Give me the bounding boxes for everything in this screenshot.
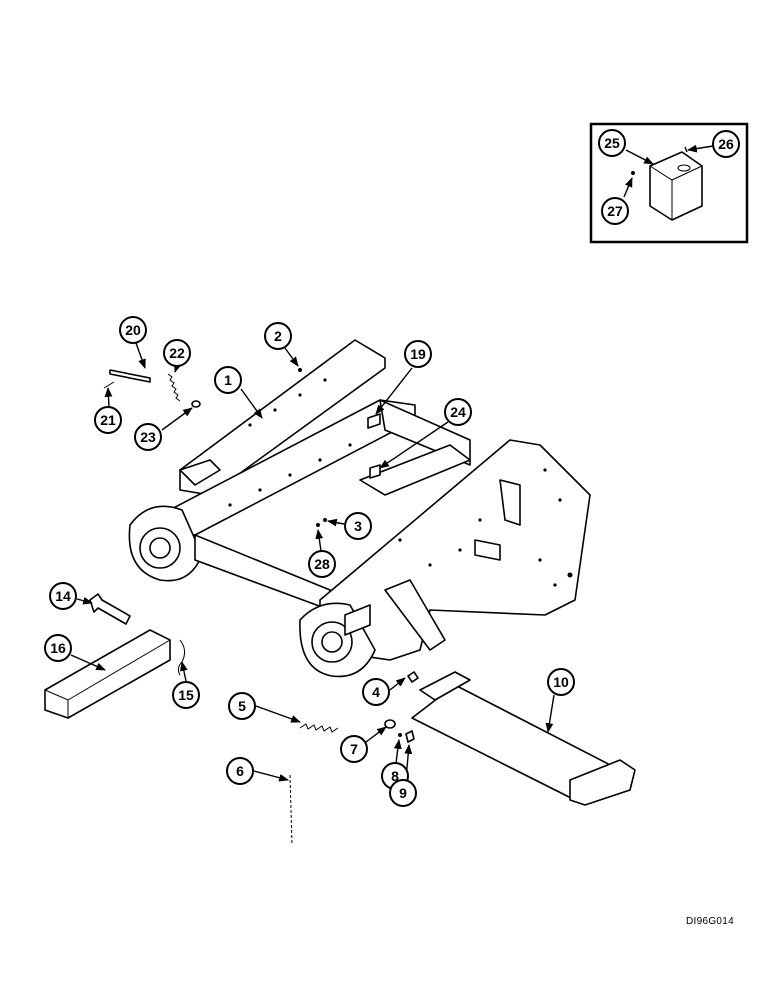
svg-text:25: 25 bbox=[604, 135, 620, 151]
svg-text:22: 22 bbox=[169, 345, 185, 361]
svg-text:24: 24 bbox=[450, 404, 466, 420]
svg-text:23: 23 bbox=[140, 429, 156, 445]
callout-7: 7 bbox=[340, 735, 368, 763]
callout-22: 22 bbox=[163, 339, 191, 367]
callout-24: 24 bbox=[444, 398, 472, 426]
main-frame bbox=[128, 339, 591, 678]
callout-27: 27 bbox=[601, 197, 629, 225]
svg-text:9: 9 bbox=[399, 785, 407, 801]
callout-26: 26 bbox=[712, 130, 740, 158]
callout-3: 3 bbox=[344, 512, 372, 540]
callout-5: 5 bbox=[228, 692, 256, 720]
block-part bbox=[649, 151, 703, 221]
callout-28: 28 bbox=[308, 550, 336, 578]
callout-1: 1 bbox=[214, 366, 242, 394]
callouts: 25 26 27 20 22 21 23 2 1 19 24 3 28 14 1… bbox=[44, 129, 740, 807]
svg-text:4: 4 bbox=[372, 684, 380, 700]
callout-21: 21 bbox=[94, 406, 122, 434]
svg-text:10: 10 bbox=[553, 674, 569, 690]
svg-text:3: 3 bbox=[354, 518, 362, 534]
svg-text:21: 21 bbox=[100, 412, 116, 428]
callout-10: 10 bbox=[547, 668, 575, 696]
svg-text:2: 2 bbox=[274, 328, 282, 344]
small-parts bbox=[44, 368, 636, 846]
svg-text:7: 7 bbox=[350, 741, 358, 757]
svg-text:27: 27 bbox=[607, 203, 623, 219]
callout-2: 2 bbox=[264, 322, 292, 350]
callout-20: 20 bbox=[119, 316, 147, 344]
callout-15: 15 bbox=[172, 681, 200, 709]
drawing-code: DI96G014 bbox=[686, 916, 734, 927]
callout-16: 16 bbox=[44, 634, 72, 662]
svg-text:6: 6 bbox=[236, 763, 244, 779]
svg-text:20: 20 bbox=[125, 322, 141, 338]
svg-text:1: 1 bbox=[224, 372, 232, 388]
callout-9: 9 bbox=[389, 779, 417, 807]
svg-text:28: 28 bbox=[314, 556, 330, 572]
callout-23: 23 bbox=[134, 423, 162, 451]
callout-25: 25 bbox=[598, 129, 626, 157]
callout-14: 14 bbox=[49, 582, 77, 610]
callout-4: 4 bbox=[362, 678, 390, 706]
svg-text:8: 8 bbox=[391, 768, 399, 784]
callout-6: 6 bbox=[226, 757, 254, 785]
svg-text:16: 16 bbox=[50, 640, 66, 656]
svg-text:15: 15 bbox=[178, 687, 194, 703]
svg-text:14: 14 bbox=[55, 588, 71, 604]
callout-19: 19 bbox=[404, 340, 432, 368]
svg-text:5: 5 bbox=[238, 698, 246, 714]
svg-text:19: 19 bbox=[410, 346, 426, 362]
svg-text:26: 26 bbox=[718, 136, 734, 152]
